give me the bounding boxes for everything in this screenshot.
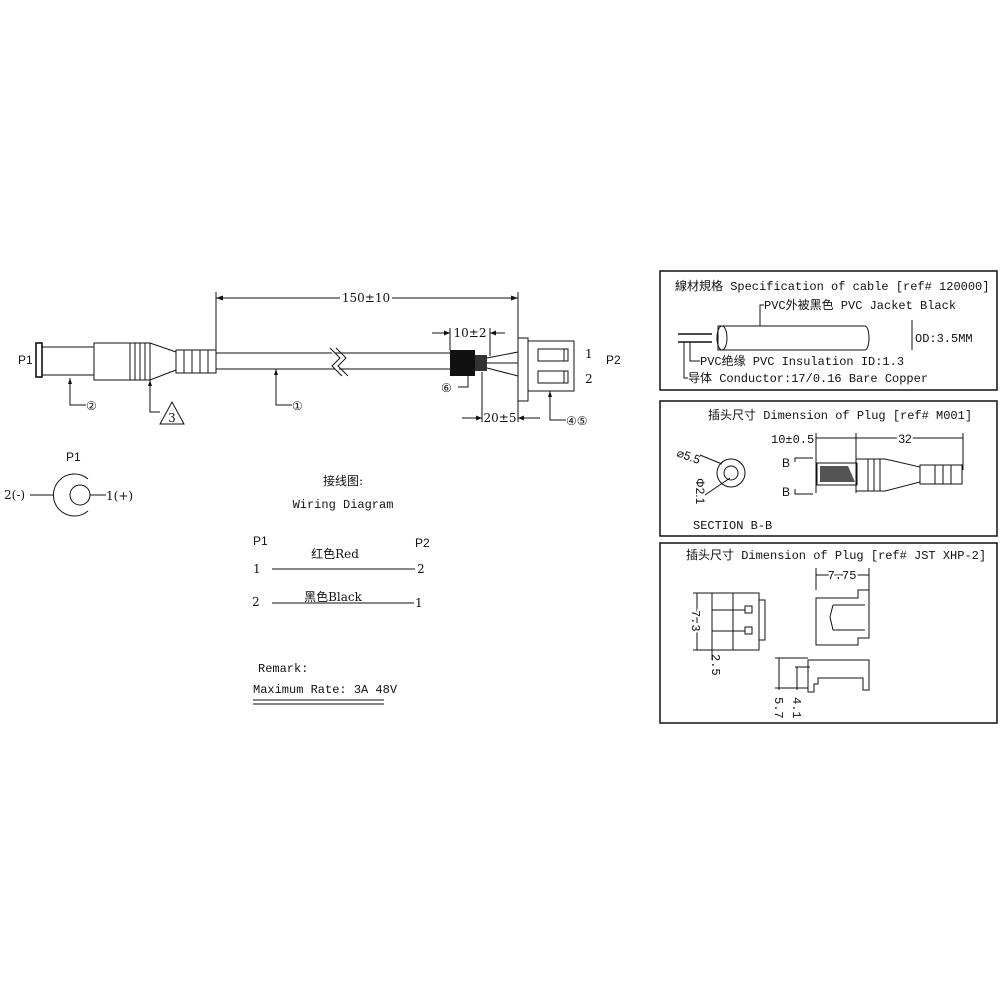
dimension-length: 150±10 [215, 291, 519, 350]
jst-connector [517, 337, 575, 402]
wire-row-black: 黑色Black 2 1 [252, 590, 423, 610]
wire-color: 红色Red [311, 546, 359, 561]
p1-pinout: P1 2(-) 1(+) [4, 450, 133, 517]
wire-from: 2 [252, 595, 260, 609]
length-dimension: 150±10 [342, 291, 390, 305]
heat-shrink-sleeve [450, 350, 475, 376]
tip-dimension: 10±0.5 [771, 433, 814, 447]
callout-4-5: ④⑤ [566, 414, 588, 428]
cable [216, 347, 519, 377]
strip-dimension: 10±2 [454, 326, 487, 340]
dc-plug [35, 342, 217, 381]
jst-plug-title: 插头尺寸 Dimension of Plug [ref# JST XHP-2] [686, 548, 986, 563]
wire-to: 2 [417, 562, 425, 576]
outer-diameter: OD:3.5MM [915, 332, 973, 346]
jacket-spec: PVC外被黑色 PVC Jacket Black [764, 298, 956, 313]
pin-positive-label: 1(+) [106, 489, 133, 503]
callout-3: 3 [168, 411, 176, 425]
inner-diameter-label: Φ2.1 [693, 478, 707, 505]
wiring-diagram: 接线图: Wiring Diagram P1 P2 红色Red 1 2 黑色Bl… [252, 473, 430, 705]
callout-2: ② [86, 399, 97, 413]
insulation-spec: PVC绝缘 PVC Insulation ID:1.3 [700, 353, 904, 369]
pin-1-label: 1 [585, 347, 593, 361]
dimension-wire: 20±5 [462, 372, 540, 425]
cable-spec-title: 線材規格 Specification of cable [ref# 120000… [675, 278, 989, 294]
dc-plug-title: 插头尺寸 Dimension of Plug [ref# M001] [708, 408, 972, 423]
callouts: ② 3 ① ⑥ ④⑤ [68, 369, 588, 428]
cable-assembly-drawing: P1 1 2 [18, 291, 621, 428]
wire-dimension: 20±5 [484, 411, 517, 425]
callout-6: ⑥ [441, 381, 452, 395]
jst-depth-2: 5.7 [771, 697, 785, 719]
section-label: SECTION B-B [693, 519, 772, 533]
wire-row-red: 红色Red 1 2 [253, 546, 425, 576]
cable-spec-panel: 線材規格 Specification of cable [ref# 120000… [659, 270, 998, 391]
jst-depth-1: 4.1 [789, 697, 803, 719]
pin-negative-label: 2(-) [4, 488, 25, 502]
wiring-title-en: Wiring Diagram [293, 498, 394, 512]
wire-from: 1 [253, 562, 261, 576]
wire-color: 黑色Black [304, 590, 363, 604]
wiring-p2-label: P2 [415, 536, 430, 550]
pinout-label: P1 [66, 450, 81, 464]
section-mark-top: B [782, 456, 790, 470]
jst-width: 7.75 [828, 569, 857, 583]
pin-2-label: 2 [585, 372, 593, 386]
dimension-strip: 10±2 [432, 326, 505, 356]
jst-pitch: 2.5 [708, 654, 722, 676]
jst-height: 7.3 [688, 610, 702, 632]
remark-label: Remark: [258, 662, 308, 676]
wiring-title-cn: 接线图: [323, 473, 363, 488]
section-mark-bottom: B [782, 485, 790, 499]
body-dimension: 32 [898, 432, 912, 446]
p1-label: P1 [18, 353, 33, 367]
p2-label: P2 [606, 353, 621, 367]
jst-plug-dimension-panel: 插头尺寸 Dimension of Plug [ref# JST XHP-2] … [659, 542, 998, 724]
wiring-p1-label: P1 [253, 534, 268, 548]
remark-text: Maximum Rate: 3A 48V [253, 683, 398, 697]
callout-1: ① [292, 399, 303, 413]
dc-plug-dimension-panel: 插头尺寸 Dimension of Plug [ref# M001] ⌀5.5 … [659, 400, 998, 537]
outer-diameter-label: ⌀5.5 [675, 446, 703, 467]
conductor-spec: 导体 Conductor:17/0.16 Bare Copper [688, 371, 928, 386]
wire-to: 1 [415, 596, 423, 610]
